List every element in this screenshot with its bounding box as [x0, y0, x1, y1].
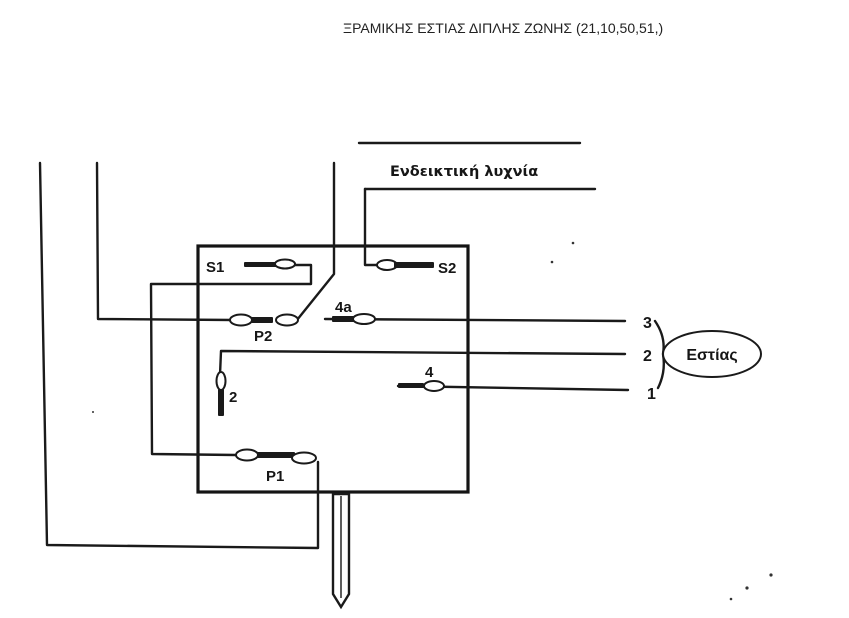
indicator-lamp-label: Ενδεικτική λυχνία	[390, 164, 538, 180]
terminal-p2-label: P2	[254, 328, 272, 345]
line-number-1: 1	[647, 386, 656, 403]
wire-s1-p1-loop	[149, 263, 313, 457]
wire-line-2	[218, 349, 627, 377]
scan-speck	[92, 411, 94, 413]
terminal-4-label: 4	[425, 364, 434, 381]
terminal-p2	[229, 313, 299, 327]
scan-speck	[550, 260, 554, 264]
scan-speck	[745, 586, 749, 590]
wire-indicator-s2	[363, 187, 380, 267]
terminal-p1	[235, 448, 317, 465]
line-number-3: 3	[643, 315, 652, 332]
scan-speck	[571, 241, 575, 245]
diagram-title: ΞΡΑΜΙΚΗΣ ΕΣΤΙΑΣ ΔΙΠΛΗΣ ΖΩΝΗΣ (21,10,50,5…	[343, 20, 663, 36]
terminal-s2-label: S2	[438, 260, 456, 277]
terminal-s1-label: S1	[206, 259, 224, 276]
wire-p2-feed	[95, 161, 235, 322]
terminal-2	[215, 371, 227, 416]
line-number-2: 2	[643, 348, 652, 365]
terminal-p1-label: P1	[266, 468, 284, 485]
scan-speck	[769, 573, 773, 577]
terminal-4a	[332, 313, 376, 325]
scan-speck	[729, 597, 733, 601]
terminal-4	[398, 380, 445, 392]
terminal-4a-label: 4a	[335, 299, 352, 316]
zone-ellipse	[662, 330, 762, 378]
terminal-s1	[244, 258, 296, 270]
terminal-2-label: 2	[229, 389, 237, 406]
wire-outer-left	[38, 161, 320, 550]
wire-lamp-p2	[295, 161, 336, 322]
zone-label: Εστίας	[686, 347, 737, 364]
terminal-s2	[376, 259, 434, 271]
